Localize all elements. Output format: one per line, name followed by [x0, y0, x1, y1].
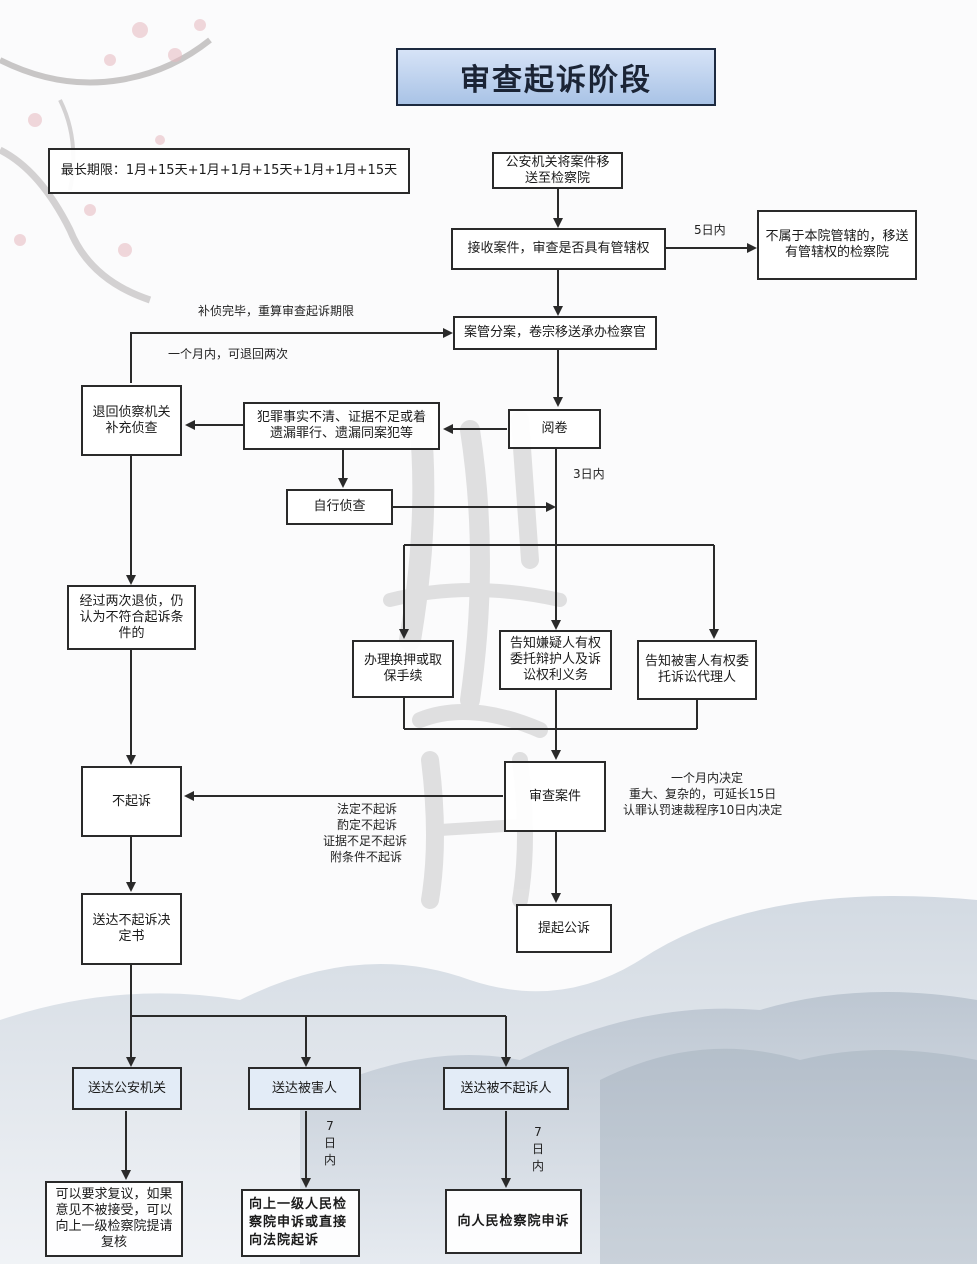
one-month-twice-label: 一个月内，可退回两次 — [168, 347, 289, 361]
deliver-police-box: 送达公安机关 — [72, 1067, 182, 1110]
time-limit-box: 最长期限：1月+15天+1月+1月+15天+1月+1月+15天 — [48, 148, 410, 194]
three-days-label: 3日内 — [573, 467, 605, 481]
not-jurisdiction-box: 不属于本院管辖的，移送有管辖权的检察院 — [757, 210, 917, 280]
read-files-box: 阅卷 — [508, 409, 601, 449]
two-returns-box: 经过两次退侦，仍认为不符合起诉条件的 — [67, 585, 196, 650]
five-days-label: 5日内 — [694, 223, 726, 237]
return-police-box: 退回侦察机关补充侦查 — [81, 385, 182, 456]
supplement-done-label: 补侦完毕，重算审查起诉期限 — [198, 304, 355, 318]
crime-unclear-box: 犯罪事实不清、证据不足或着遗漏罪行、遗漏同案犯等 — [243, 402, 440, 450]
seven-days-victim-label: 7日内 — [323, 1119, 336, 1167]
custody-box: 办理换押或取保手续 — [352, 640, 454, 698]
notify-victim-box: 告知被害人有权委托诉讼代理人 — [637, 640, 757, 700]
no-pros-type-3: 证据不足不起诉 — [323, 834, 408, 848]
no-prosecution-box: 不起诉 — [81, 766, 182, 837]
case-assign-box: 案管分案，卷宗移送承办检察官 — [453, 316, 657, 350]
no-pros-type-1: 法定不起诉 — [337, 802, 398, 816]
case-transfer-box: 公安机关将案件移送至检察院 — [492, 152, 623, 189]
victim-appeal-box: 向上一级人民检察院申诉或直接向法院起诉 — [241, 1189, 360, 1257]
police-review-box: 可以要求复议，如果意见不被接受，可以向上一级检察院提请复核 — [45, 1181, 183, 1257]
receive-case-box: 接收案件，审查是否具有管辖权 — [451, 228, 666, 270]
no-pros-type-2: 酌定不起诉 — [337, 818, 398, 832]
review-case-box: 审查案件 — [504, 761, 606, 832]
deliver-defendant-box: 送达被不起诉人 — [443, 1067, 569, 1110]
notify-suspect-box: 告知嫌疑人有权委托辩护人及诉讼权利义务 — [499, 630, 612, 690]
decision-time-line-1: 一个月内决定 — [671, 771, 744, 785]
no-pros-type-4: 附条件不起诉 — [330, 850, 403, 864]
page-title: 审查起诉阶段 — [396, 48, 716, 106]
prosecute-box: 提起公诉 — [516, 904, 612, 953]
seven-days-defendant-label: 7日内 — [531, 1125, 544, 1173]
deliver-decision-box: 送达不起诉决定书 — [81, 893, 182, 965]
deliver-victim-box: 送达被害人 — [248, 1067, 361, 1110]
decision-time-line-2: 重大、复杂的，可延长15日 — [629, 787, 777, 801]
self-investigate-box: 自行侦查 — [286, 489, 393, 525]
defendant-appeal-box: 向人民检察院申诉 — [445, 1189, 582, 1254]
decision-time-line-3: 认罪认罚速裁程序10日内决定 — [623, 803, 783, 817]
